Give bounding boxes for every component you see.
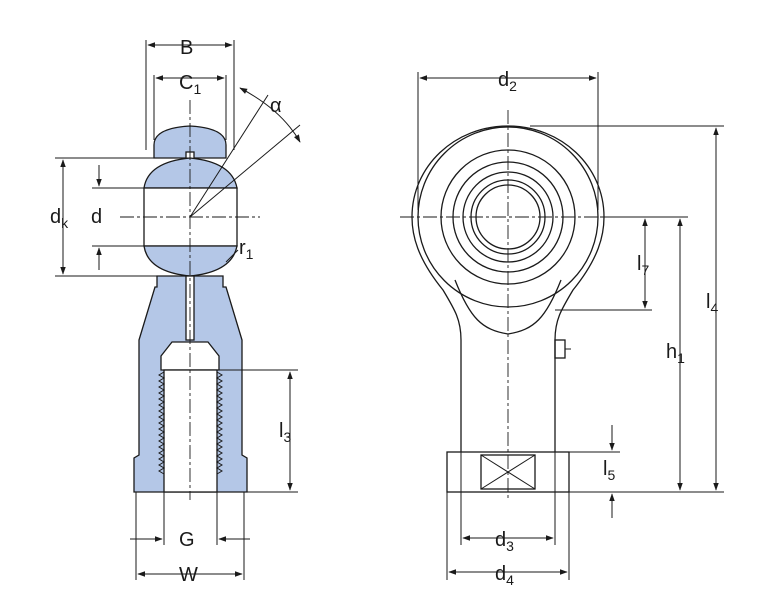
grease-nipple (554, 339, 566, 359)
label-C1: C1 (179, 72, 201, 97)
thread-teeth-left (158, 371, 165, 475)
label-l7: l7 (637, 253, 649, 278)
ring-circle-2 (440, 149, 576, 285)
label-r1-sub: 1 (246, 246, 254, 262)
label-l3-main: l (279, 420, 283, 442)
label-h1: h1 (666, 341, 685, 366)
label-d3: d3 (495, 529, 514, 554)
label-d3-main: d (495, 529, 506, 551)
section-view (120, 100, 260, 500)
label-l5: l5 (603, 458, 615, 483)
label-B: B (180, 37, 193, 59)
label-l5-sub: 5 (607, 467, 615, 483)
label-l4-sub: 4 (710, 300, 718, 316)
label-d2-main: d (498, 69, 509, 91)
inner-ring-bottom (143, 245, 238, 277)
label-alpha: α (270, 95, 282, 117)
label-d2: d2 (498, 69, 517, 94)
label-l7-sub: 7 (641, 262, 649, 278)
label-l7-main: l (637, 253, 641, 275)
inner-ring-top (143, 157, 238, 189)
right-dimensions (417, 72, 724, 580)
label-r1-main: r (239, 237, 246, 259)
thread-teeth-right (216, 371, 223, 475)
label-d3-sub: 3 (506, 538, 514, 554)
label-l4: l4 (706, 291, 718, 316)
label-d2-sub: 2 (509, 78, 517, 94)
label-dk-main: d (50, 206, 61, 228)
bore-circle-inner (475, 184, 541, 250)
label-G: G (179, 529, 195, 551)
label-d4-sub: 4 (506, 572, 514, 588)
label-W: W (179, 564, 198, 586)
label-C1-main: C (179, 72, 193, 94)
left-dimensions (55, 40, 301, 580)
label-h1-sub: 1 (677, 350, 685, 366)
label-l3-sub: 3 (283, 429, 291, 445)
label-d4: d4 (495, 563, 514, 588)
label-l4-main: l (706, 291, 710, 313)
rod-end-body (411, 125, 605, 452)
label-r1: r1 (239, 237, 254, 262)
label-C1-sub: 1 (193, 81, 201, 97)
label-h1-main: h (666, 341, 677, 363)
front-view (400, 110, 620, 500)
label-dk-sub: k (61, 215, 69, 231)
label-l5-main: l (603, 458, 607, 480)
label-dk: dk (50, 206, 69, 231)
label-d: d (91, 206, 102, 228)
threaded-hole (163, 369, 218, 493)
label-l3: l3 (279, 420, 291, 445)
label-d4-main: d (495, 563, 506, 585)
